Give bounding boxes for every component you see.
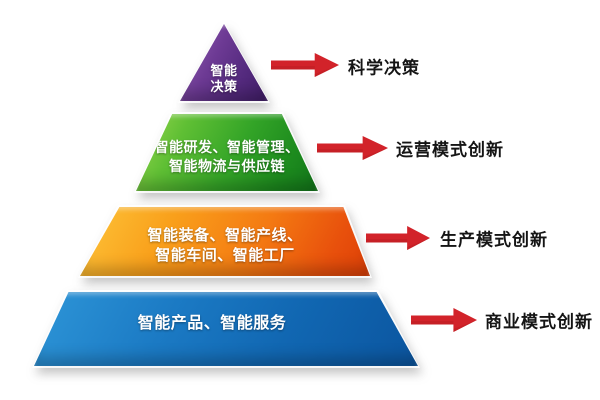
arrow-label-operation-model-innovation: 运营模式创新 xyxy=(396,140,504,160)
level-fill: 智能产品、智能服务 xyxy=(34,292,418,366)
pyramid-level-products-services: 智能产品、智能服务 xyxy=(32,290,420,368)
pyramid-level-equipment-line-workshop-factory: 智能装备、智能产线、 智能车间、智能工厂 xyxy=(78,205,372,278)
level-text-line2: 决策 xyxy=(210,79,238,94)
level-text: 智能产品、智能服务 xyxy=(138,314,287,334)
level-text: 智能研发、智能管理、 智能物流与供应链 xyxy=(155,138,300,176)
level-fill: 智能装备、智能产线、 智能车间、智能工厂 xyxy=(80,207,370,276)
level-text-line1: 智能装备、智能产线、 xyxy=(147,226,303,244)
arrow-icon xyxy=(271,53,339,77)
level-fill: 智能 决策 xyxy=(180,24,268,101)
level-fill: 智能研发、智能管理、 智能物流与供应链 xyxy=(136,114,318,191)
pyramid-level-intelligent-decision: 智能 决策 xyxy=(178,22,270,103)
level-text: 智能装备、智能产线、 智能车间、智能工厂 xyxy=(147,226,302,266)
level-text-line2: 智能物流与供应链 xyxy=(169,157,285,174)
arrow-label-science-decision: 科学决策 xyxy=(348,58,420,78)
pyramid-level-rd-management-logistics: 智能研发、智能管理、 智能物流与供应链 xyxy=(134,112,320,193)
arrow-icon xyxy=(366,226,430,250)
arrow-label-production-model-innovation: 生产模式创新 xyxy=(440,230,548,250)
level-text-line1: 智能研发、智能管理、 xyxy=(154,138,300,155)
level-text-line1: 智能产品、智能服务 xyxy=(137,315,287,332)
level-text-line1: 智能 xyxy=(210,63,238,78)
arrow-label-business-model-innovation: 商业模式创新 xyxy=(485,312,593,332)
arrow-icon xyxy=(317,136,388,160)
arrow-icon xyxy=(411,308,477,332)
level-text-line2: 智能车间、智能工厂 xyxy=(155,246,295,264)
level-text: 智能 决策 xyxy=(210,63,237,95)
